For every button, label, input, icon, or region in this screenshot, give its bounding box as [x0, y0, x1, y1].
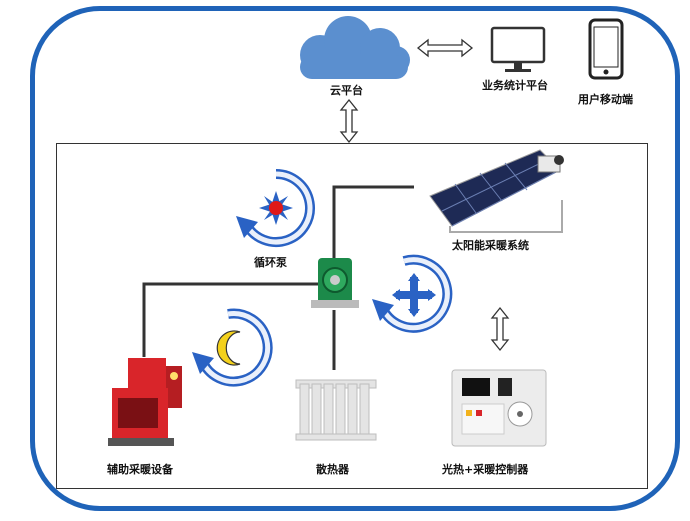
radiator-label: 散热器: [316, 463, 349, 476]
controller-image: [451, 369, 547, 447]
pipe-aux-to-pump: [142, 282, 318, 357]
monitor-icon: [490, 26, 546, 72]
pipe-solar-to-pump: [332, 185, 414, 262]
mobile-label: 用户移动端: [578, 93, 633, 106]
controller-label: 光热+采暖控制器: [442, 463, 529, 476]
double-arrow-horizontal-icon: [416, 38, 474, 58]
cycle-moon-icon: [192, 308, 273, 387]
cycle-heating-icon: [372, 254, 453, 333]
phone-icon: [588, 18, 624, 80]
double-arrow-cloud-system-icon: [339, 98, 359, 144]
auxiliary-heater-image: [108, 358, 182, 446]
circulation-pump-image: [311, 258, 359, 308]
radiator-image: [295, 379, 377, 441]
solar-label: 太阳能采暖系统: [452, 239, 529, 252]
solar-panel-image: [429, 149, 564, 233]
cycle-star-icon: [236, 169, 315, 247]
pipe-lines: [142, 185, 414, 370]
aux-heater-label: 辅助采暖设备: [107, 463, 173, 476]
double-arrow-controller-icon: [490, 306, 510, 352]
pump-label: 循环泵: [254, 256, 287, 269]
cloud-icon: [300, 16, 410, 79]
outer-frame: [30, 6, 680, 511]
stats-platform-label: 业务统计平台: [482, 79, 548, 92]
cloud-label: 云平台: [330, 84, 363, 97]
